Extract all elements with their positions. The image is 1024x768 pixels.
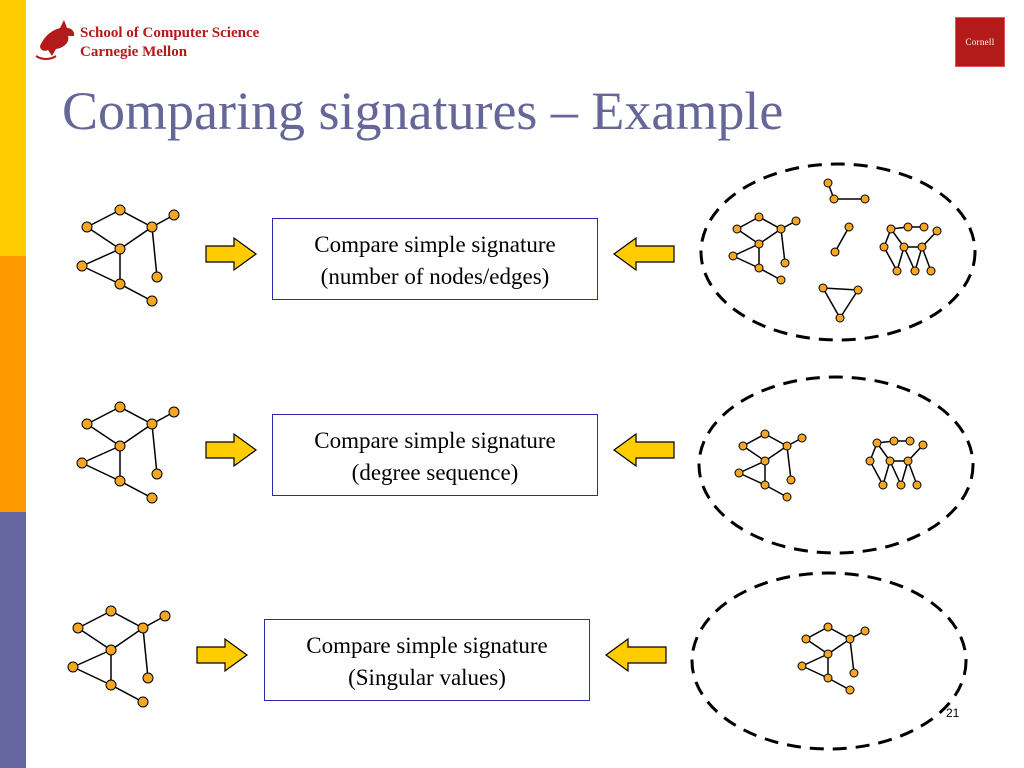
slide-title: Comparing signatures – Example [62, 81, 784, 141]
comparison-box-3: Compare simple signature (Singular value… [264, 619, 590, 701]
cmu-dragon-logo [35, 20, 75, 60]
comparison-2-line-1: Compare simple signature [314, 428, 556, 453]
comparison-box-2: Compare simple signature (degree sequenc… [272, 414, 598, 496]
logo-line-1: School of Computer Science [80, 25, 260, 41]
comparison-1-line-2: (number of nodes/edges) [320, 264, 550, 289]
comparison-3-line-1: Compare simple signature [306, 633, 548, 658]
side-bar-yellow [0, 0, 26, 256]
comparison-2-line-2: (degree sequence) [351, 460, 519, 485]
logo-line-2: Carnegie Mellon [80, 44, 188, 60]
comparison-1-line-1: Compare simple signature [314, 232, 556, 257]
cornell-logo: Cornell [955, 17, 1005, 67]
comparison-3-line-2: (Singular values) [348, 665, 506, 690]
page-number: 21 [946, 706, 960, 720]
school-logo-text: School of Computer Science Carnegie Mell… [80, 24, 259, 62]
side-bar-orange [0, 256, 26, 512]
side-bar-purple [0, 512, 26, 768]
comparison-box-1: Compare simple signature (number of node… [272, 218, 598, 300]
